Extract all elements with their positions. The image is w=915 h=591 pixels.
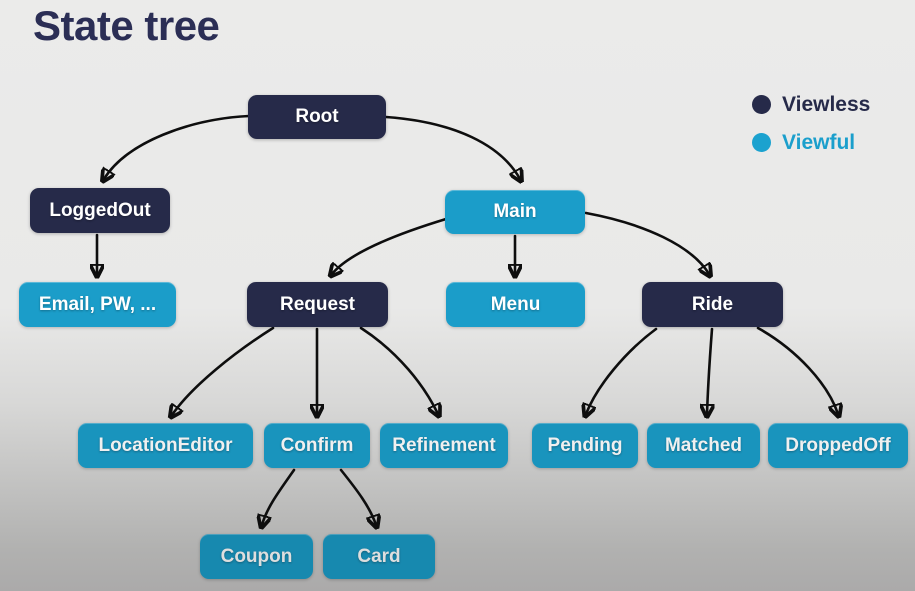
edge-request-locationeditor — [172, 326, 275, 415]
legend-item-viewless: Viewless — [752, 91, 870, 118]
node-main: Main — [445, 190, 585, 234]
node-emailpw: Email, PW, ... — [19, 282, 176, 327]
node-locationeditor: LocationEditor — [78, 423, 253, 468]
node-ride: Ride — [642, 282, 783, 327]
node-pending: Pending — [532, 423, 638, 468]
legend: Viewless Viewful — [752, 91, 870, 167]
edge-root-main — [384, 115, 520, 179]
edge-ride-pending — [586, 327, 658, 414]
node-refinement: Refinement — [380, 423, 508, 468]
edge-confirm-coupon — [262, 468, 296, 525]
edge-root-loggedout — [104, 114, 251, 179]
viewful-dot-icon — [752, 133, 771, 152]
edge-confirm-card — [339, 468, 376, 525]
edge-ride-droppedoff — [756, 326, 838, 414]
edge-main-request — [332, 217, 448, 274]
viewless-dot-icon — [752, 95, 771, 114]
node-root: Root — [248, 95, 386, 139]
edge-request-refinement — [359, 326, 438, 414]
node-card: Card — [323, 534, 435, 579]
legend-label-viewful: Viewful — [782, 130, 856, 154]
node-matched: Matched — [647, 423, 760, 468]
node-menu: Menu — [446, 282, 585, 327]
node-request: Request — [247, 282, 388, 327]
page-title: State tree — [33, 2, 220, 49]
node-confirm: Confirm — [264, 423, 370, 468]
node-coupon: Coupon — [200, 534, 313, 579]
node-droppedoff: DroppedOff — [768, 423, 908, 468]
legend-item-viewful: Viewful — [752, 129, 870, 156]
edge-ride-matched — [707, 327, 712, 414]
edge-main-ride — [584, 211, 709, 274]
node-loggedout: LoggedOut — [30, 188, 170, 233]
legend-label-viewless: Viewless — [782, 92, 871, 116]
